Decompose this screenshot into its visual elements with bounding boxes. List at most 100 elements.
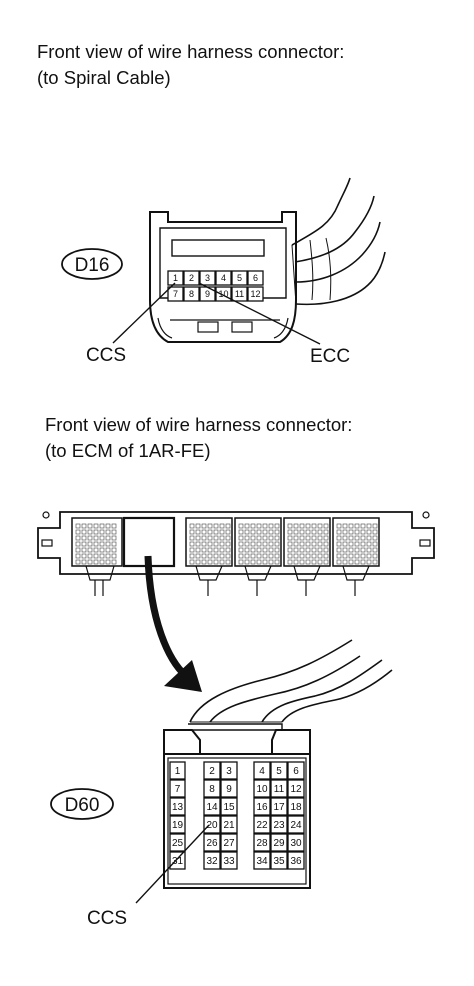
d60-pin-10-label: 10	[256, 784, 268, 795]
connector-d16	[149, 177, 386, 343]
d60-harness	[189, 639, 393, 723]
caption-spiral-line1: Front view of wire harness connector:	[37, 41, 345, 62]
d60-pin-35: 35	[270, 851, 288, 870]
d60-pin-3: 3	[220, 761, 238, 780]
d60-pin-12-label: 12	[290, 784, 302, 795]
d60-pin-25-label: 25	[172, 838, 184, 849]
ccs-leader-line-d60	[135, 824, 210, 904]
d60-pin-31: 31	[169, 851, 186, 870]
d16-pin-7-label: 7	[173, 289, 178, 299]
d60-pin-18: 18	[287, 797, 305, 816]
d60-pin-7: 7	[169, 779, 186, 798]
d60-pin-28-label: 28	[256, 838, 268, 849]
d60-pin-16-label: 16	[256, 802, 268, 813]
d16-pin-10-label: 10	[218, 289, 228, 299]
d60-pin-22-label: 22	[256, 820, 268, 831]
d60-pin-19: 19	[169, 815, 186, 834]
d60-pin-33: 33	[220, 851, 238, 870]
d60-pin-20: 20	[203, 815, 221, 834]
d60-pin-34-label: 34	[256, 856, 268, 867]
ccs-leader-line-d16	[112, 282, 176, 344]
d60-pin-11-label: 11	[274, 784, 285, 795]
zoom-arrow-shaft	[144, 555, 189, 679]
d60-pin-8: 8	[203, 779, 221, 798]
d16-harness	[291, 177, 386, 306]
d60-pin-29-label: 29	[273, 838, 285, 849]
d16-pin-1: 1	[167, 270, 184, 286]
caption-ecm-line1: Front view of wire harness connector:	[45, 414, 353, 435]
d16-pin-4: 4	[215, 270, 232, 286]
d60-pin-14: 14	[203, 797, 221, 816]
d16-pin-3: 3	[199, 270, 216, 286]
d60-pin-15: 15	[220, 797, 238, 816]
d16-pin-2-label: 2	[189, 273, 194, 283]
d60-pin-25: 25	[169, 833, 186, 852]
d60-pin-36-label: 36	[290, 856, 302, 867]
d60-pin-4-label: 4	[259, 766, 265, 777]
callout-ccs-d60: CCS	[87, 908, 127, 929]
d60-pin-2: 2	[203, 761, 221, 780]
d16-pin-8-label: 8	[189, 289, 194, 299]
d60-pin-11: 11	[270, 779, 288, 798]
d60-pin-17-label: 17	[273, 802, 285, 813]
d60-pin-18-label: 18	[290, 802, 302, 813]
d60-pin-20-label: 20	[206, 820, 218, 831]
d60-pin-26: 26	[203, 833, 221, 852]
d60-pin-27: 27	[220, 833, 238, 852]
d60-pin-14-label: 14	[206, 802, 218, 813]
d16-pin-2: 2	[183, 270, 200, 286]
d16-pin-6: 6	[247, 270, 264, 286]
d60-pin-22: 22	[253, 815, 271, 834]
callout-ccs-d16: CCS	[86, 345, 126, 366]
d60-pin-19-label: 19	[172, 820, 184, 831]
connector-d60	[163, 639, 393, 889]
d60-pin-4: 4	[253, 761, 271, 780]
zoom-arrow-head	[164, 660, 202, 692]
d60-pin-6: 6	[287, 761, 305, 780]
d60-pin-33-label: 33	[223, 856, 235, 867]
d16-pin-11: 11	[231, 286, 248, 302]
d60-pin-1-label: 1	[175, 766, 181, 777]
caption-spiral-line2: (to Spiral Cable)	[37, 67, 171, 88]
d60-pin-24-label: 24	[290, 820, 302, 831]
d16-pin-9-label: 9	[205, 289, 210, 299]
callout-ecc-d16: ECC	[310, 346, 350, 367]
d16-pin-12-label: 12	[250, 289, 260, 299]
d60-pin-26-label: 26	[206, 838, 218, 849]
d60-pin-30: 30	[287, 833, 305, 852]
d60-pin-1: 1	[169, 761, 186, 780]
d60-id-badge-outline	[50, 788, 114, 820]
d60-pin-32: 32	[203, 851, 221, 870]
d60-pin-31-label: 31	[172, 856, 184, 867]
d60-pin-13-label: 13	[172, 802, 184, 813]
d16-pin-5: 5	[231, 270, 248, 286]
d60-pin-16: 16	[253, 797, 271, 816]
d16-pin-8: 8	[183, 286, 200, 302]
d60-pin-32-label: 32	[206, 856, 218, 867]
d16-pin-10: 10	[215, 286, 232, 302]
d16-pin-5-label: 5	[237, 273, 242, 283]
d60-pin-9-label: 9	[226, 784, 232, 795]
caption-ecm-line2: (to ECM of 1AR-FE)	[45, 440, 211, 461]
d60-pin-29: 29	[270, 833, 288, 852]
d16-pin-9: 9	[199, 286, 216, 302]
d60-pin-24: 24	[287, 815, 305, 834]
d16-pin-7: 7	[167, 286, 184, 302]
d60-pin-9: 9	[220, 779, 238, 798]
d60-pin-30-label: 30	[290, 838, 302, 849]
d16-pin-11-label: 11	[235, 289, 244, 299]
d16-id-badge-outline	[61, 248, 123, 280]
d16-pin-12: 12	[247, 286, 264, 302]
d60-pin-7-label: 7	[175, 784, 181, 795]
ecc-leader-line-d16	[198, 282, 321, 345]
d16-housing	[149, 211, 297, 343]
d60-pin-23: 23	[270, 815, 288, 834]
d60-pin-5-label: 5	[276, 766, 282, 777]
d60-pin-5: 5	[270, 761, 288, 780]
d60-pin-21: 21	[220, 815, 238, 834]
d60-pin-3-label: 3	[226, 766, 232, 777]
d60-pin-23-label: 23	[273, 820, 285, 831]
d60-pin-15-label: 15	[223, 802, 235, 813]
d60-pin-35-label: 35	[273, 856, 285, 867]
